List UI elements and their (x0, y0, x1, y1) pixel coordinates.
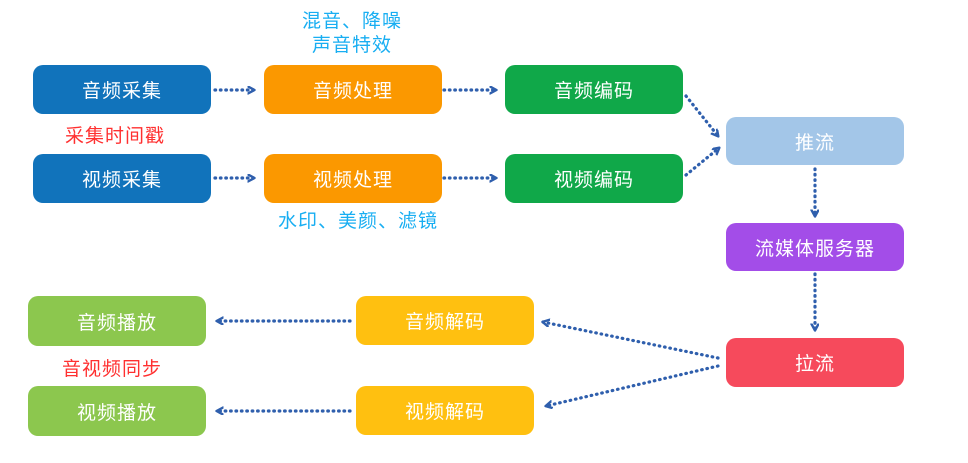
annotation-video-effects: 水印、美颜、滤镜 (277, 211, 438, 232)
node-pull-stream-label: 拉流 (794, 354, 835, 375)
node-video-decode: 视频解码 (356, 386, 534, 435)
node-video-process-label: 视频处理 (312, 170, 393, 191)
node-video-encode-label: 视频编码 (553, 170, 634, 191)
node-audio-process-label: 音频处理 (312, 81, 393, 102)
node-audio-capture-label: 音频采集 (81, 81, 162, 102)
node-audio-process: 音频处理 (264, 65, 442, 114)
node-push-stream: 推流 (726, 117, 904, 165)
node-audio-decode: 音频解码 (356, 296, 534, 345)
node-video-capture: 视频采集 (33, 154, 211, 203)
node-video-playback-label: 视频播放 (76, 402, 157, 424)
node-audio-capture: 音频采集 (33, 65, 211, 114)
node-video-playback: 视频播放 (28, 386, 206, 436)
node-audio-decode-label: 音频解码 (404, 312, 485, 333)
arrow-pull-to-video-decode (546, 364, 720, 406)
node-push-stream-label: 推流 (794, 132, 835, 154)
annotation-audio-effects: 混音、降噪 声音特效 (262, 10, 442, 58)
arrow-audio-encode-to-push (684, 94, 720, 138)
node-media-server: 流媒体服务器 (726, 223, 904, 271)
annotation-capture-timestamp: 采集时间戳 (65, 126, 166, 147)
annotation-av-sync: 音视频同步 (62, 359, 163, 380)
node-pull-stream: 拉流 (726, 338, 904, 387)
node-audio-encode-label: 音频编码 (553, 81, 634, 102)
annotation-audio-effects-line2: 声音特效 (311, 35, 392, 56)
node-audio-playback: 音频播放 (28, 296, 206, 346)
node-video-capture-label: 视频采集 (81, 170, 162, 191)
node-video-decode-label: 视频解码 (404, 402, 485, 423)
node-audio-playback-label: 音频播放 (76, 312, 157, 334)
node-video-encode: 视频编码 (505, 154, 683, 203)
arrow-pull-to-audio-decode (543, 322, 720, 360)
node-video-process: 视频处理 (264, 154, 442, 203)
node-audio-encode: 音频编码 (505, 65, 683, 114)
node-media-server-label: 流媒体服务器 (754, 238, 875, 260)
arrow-video-encode-to-push (684, 146, 721, 177)
annotation-audio-effects-line1: 混音、降噪 (301, 11, 402, 32)
